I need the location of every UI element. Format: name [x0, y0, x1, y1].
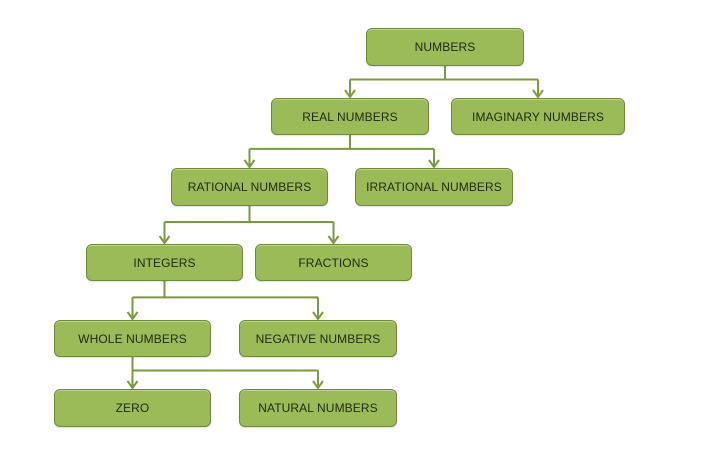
node-label: NATURAL NUMBERS: [258, 401, 378, 415]
node-label: NEGATIVE NUMBERS: [255, 331, 381, 346]
node-label: REAL NUMBERS: [302, 109, 398, 124]
node-imaginary-numbers: IMAGINARY NUMBERS: [451, 98, 625, 135]
arrowhead-icon: [243, 159, 256, 168]
arrowhead-icon: [532, 89, 544, 98]
arrowhead-icon: [158, 235, 171, 244]
node-label: WHOLE NUMBERS: [78, 331, 187, 346]
arrowhead-icon: [428, 159, 440, 168]
node-label: IRRATIONAL NUMBERS: [366, 180, 502, 194]
node-zero: ZERO: [54, 389, 211, 427]
node-label: IMAGINARY NUMBERS: [472, 109, 604, 124]
node-whole-numbers: WHOLE NUMBERS: [54, 320, 211, 357]
node-fractions: FRACTIONS: [255, 244, 412, 281]
node-real-numbers: REAL NUMBERS: [271, 98, 429, 135]
arrowhead-icon: [312, 311, 324, 320]
node-rational-numbers: RATIONAL NUMBERS: [171, 168, 328, 206]
node-natural-numbers: NATURAL NUMBERS: [239, 389, 397, 427]
arrowhead-icon: [344, 89, 356, 98]
node-integers: INTEGERS: [86, 244, 243, 281]
node-label: FRACTIONS: [298, 255, 369, 270]
arrowhead-icon: [126, 311, 139, 320]
node-numbers: NUMBERS: [366, 28, 524, 66]
node-irrational-numbers: IRRATIONAL NUMBERS: [355, 168, 513, 206]
arrowhead-icon: [327, 235, 340, 244]
node-label: ZERO: [115, 401, 150, 415]
node-label: INTEGERS: [133, 255, 196, 270]
arrowhead-icon: [312, 380, 324, 389]
arrowhead-icon: [126, 380, 139, 389]
node-negative-numbers: NEGATIVE NUMBERS: [239, 320, 397, 357]
node-label: RATIONAL NUMBERS: [187, 180, 312, 194]
node-label: NUMBERS: [414, 40, 476, 54]
